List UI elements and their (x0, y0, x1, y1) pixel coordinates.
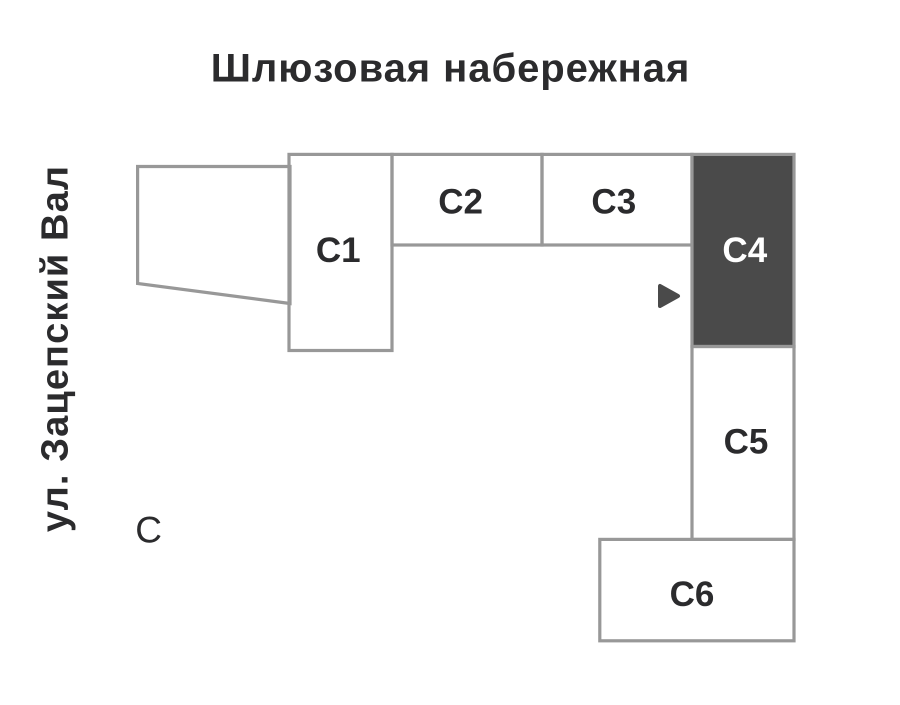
svg-text:Шлюзовая набережная: Шлюзовая набережная (211, 47, 691, 91)
svg-text:C4: C4 (722, 231, 767, 270)
svg-text:С: С (135, 510, 162, 551)
svg-text:C2: C2 (438, 182, 483, 221)
svg-text:C1: C1 (316, 231, 361, 270)
svg-text:C5: C5 (724, 423, 769, 462)
svg-text:ул. Зацепский Вал: ул. Зацепский Вал (35, 165, 77, 532)
svg-text:C6: C6 (670, 575, 715, 614)
svg-text:C3: C3 (591, 182, 636, 221)
